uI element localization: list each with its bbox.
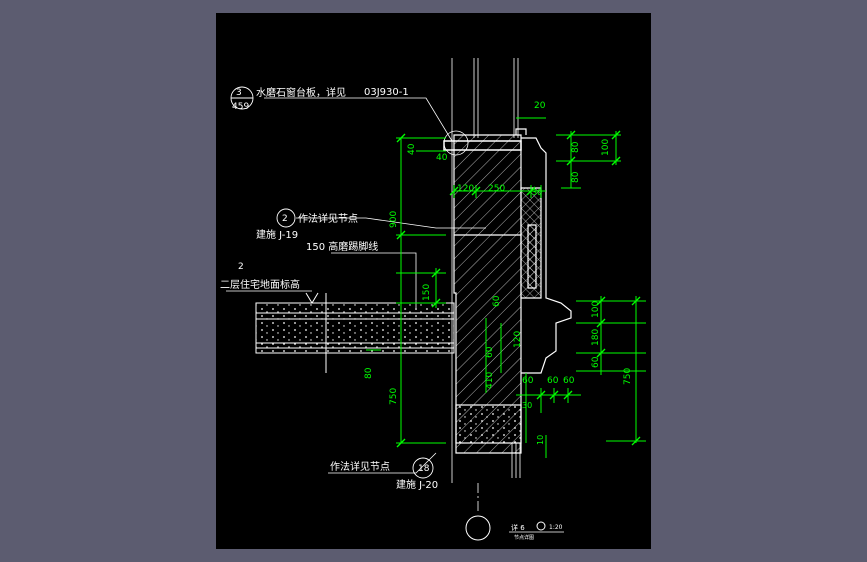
- dim-410: 410: [485, 372, 495, 389]
- dim-60-a: 60: [522, 376, 534, 386]
- cad-drawing-panel: 3 459 水磨石窗台板，详见 03J930-1 2 作法详见节点 建施 J-1…: [216, 13, 651, 549]
- dim-10: 10: [536, 435, 545, 445]
- dim-30-top: 30: [532, 188, 542, 197]
- sill-note: 水磨石窗台板，详见: [256, 86, 346, 99]
- dim-60-right: 60: [591, 356, 601, 368]
- dim-900: 900: [389, 211, 399, 228]
- dimension-ticks: [396, 130, 641, 448]
- title-block-scale: 1:20: [549, 524, 563, 531]
- window-sill-board: [443, 130, 522, 156]
- dim-80-slab: 80: [364, 367, 374, 379]
- title-block-name: 详 6: [511, 523, 525, 532]
- floor-level-label: 二层住宅地面标高: [220, 278, 300, 291]
- dim-100-right: 100: [591, 301, 601, 318]
- wall-section: [453, 128, 572, 454]
- dim-120-wall: 120: [513, 331, 523, 348]
- skirting-label: 150 高磨踢脚线: [306, 240, 378, 253]
- sill-index-bottom: 459: [232, 102, 249, 112]
- dim-60-c: 60: [563, 376, 575, 386]
- title-block-subtitle: 节点详图: [514, 534, 534, 541]
- dim-40: 40: [436, 153, 448, 163]
- method-note-top: 作法详见节点: [298, 212, 358, 225]
- dim-30-bottom: 30: [522, 401, 532, 410]
- dimension-lines: [366, 117, 646, 458]
- dim-150: 150: [422, 284, 432, 301]
- method-index-top: 2: [282, 214, 288, 224]
- dim-180: 180: [591, 329, 601, 346]
- dim-20: 20: [534, 101, 546, 111]
- title-block-circle: [536, 521, 546, 531]
- sill-ref: 03J930-1: [364, 87, 409, 98]
- dim-750-left: 750: [389, 388, 399, 405]
- dim-60-wall: 60: [492, 295, 502, 307]
- dim-40-vertical: 40: [407, 143, 417, 155]
- method-note-bottom: 作法详见节点: [330, 460, 390, 473]
- dim-80-top: 80: [571, 141, 581, 153]
- section-drawing: 3 459 水磨石窗台板，详见 03J930-1 2 作法详见节点 建施 J-1…: [220, 58, 646, 541]
- dim-750-right: 750: [623, 368, 633, 385]
- dim-250: 250: [488, 184, 505, 194]
- dim-120: 120: [457, 184, 474, 194]
- method-index-bottom: 18: [418, 464, 430, 474]
- method-ref-top: 建施 J-19: [256, 228, 298, 241]
- dim-60-lower: 60: [485, 346, 495, 358]
- floor-index: 2: [238, 262, 244, 272]
- method-ref-bottom: 建施 J-20: [396, 478, 438, 491]
- dim-60-b: 60: [547, 376, 559, 386]
- dim-100-top: 100: [601, 139, 611, 156]
- callout-bubbles: [230, 86, 434, 479]
- sill-index-top: 3: [236, 88, 242, 98]
- floor-slab: [255, 292, 455, 373]
- axis-bubble: [465, 515, 491, 541]
- dim-80-side: 80: [571, 171, 581, 183]
